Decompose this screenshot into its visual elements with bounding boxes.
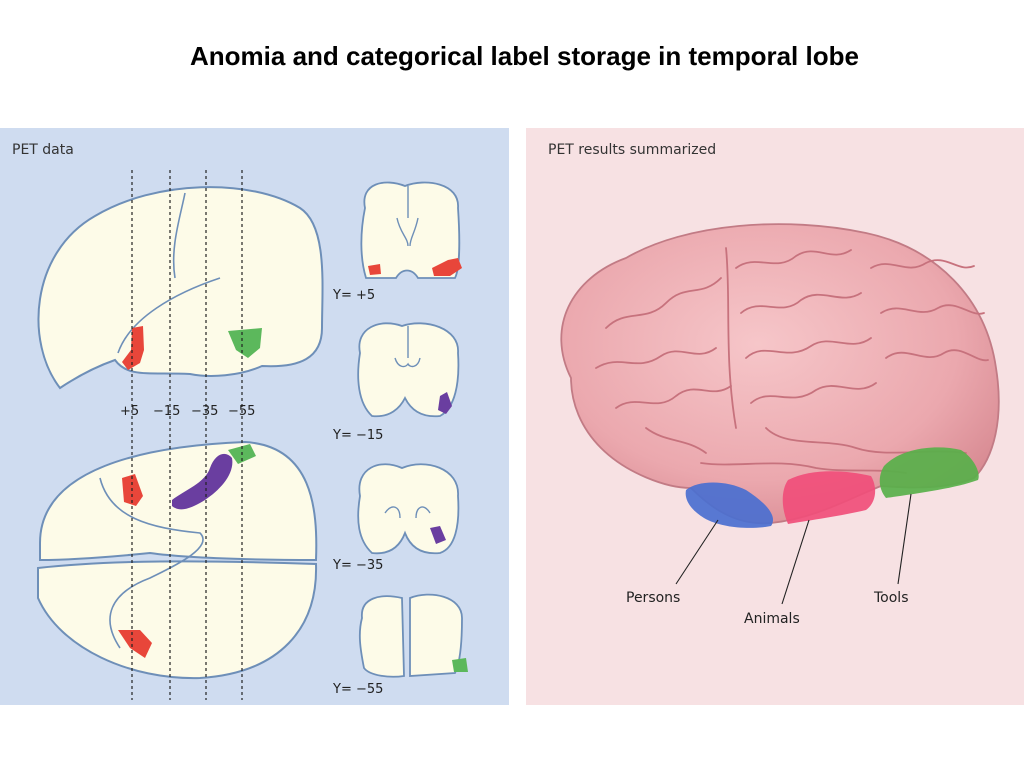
persons-activation-coronal-2 bbox=[432, 258, 462, 276]
slice-marker-1: +5 bbox=[120, 404, 140, 419]
pet-summary-panel: PET results summarized bbox=[526, 128, 1024, 705]
pet-data-diagram bbox=[37, 170, 468, 700]
persons-activation-axial-bottom bbox=[118, 630, 152, 658]
slice-marker-3: −35 bbox=[191, 404, 219, 419]
slide-title: Anomia and categorical label storage in … bbox=[190, 41, 859, 71]
coronal-slice-1-ventricles bbox=[396, 186, 419, 247]
lateral-brain-sulcus bbox=[117, 192, 221, 354]
brain-illustration bbox=[560, 223, 1000, 605]
animals-activation-axial bbox=[172, 453, 233, 510]
persons-region bbox=[685, 482, 774, 528]
tools-activation-coronal-4 bbox=[452, 658, 468, 672]
persons-pointer bbox=[675, 519, 719, 585]
coronal-slice-2-ventricles bbox=[394, 326, 421, 368]
axial-brain-lower bbox=[37, 560, 318, 680]
pet-data-title: PET data bbox=[12, 142, 74, 158]
persons-label: Persons bbox=[626, 590, 681, 606]
persons-activation-coronal-1 bbox=[368, 264, 381, 275]
axial-brain-sulcus bbox=[99, 477, 204, 649]
coronal-slice-3-ventricles bbox=[384, 506, 431, 519]
tools-pointer bbox=[897, 493, 912, 585]
animals-region bbox=[782, 471, 876, 524]
coronal-label-1: Y= +5 bbox=[333, 288, 376, 303]
lateral-brain-outline bbox=[37, 186, 324, 390]
tools-activation-lateral bbox=[228, 328, 262, 358]
coronal-slice-1 bbox=[360, 181, 461, 279]
persons-activation-lateral bbox=[122, 326, 144, 370]
coronal-slice-4 bbox=[358, 593, 463, 678]
slice-marker-4: −55 bbox=[228, 404, 256, 419]
animals-activation-coronal-2 bbox=[438, 392, 452, 414]
animals-pointer bbox=[781, 519, 810, 605]
coronal-label-4: Y= −55 bbox=[333, 682, 384, 697]
brain-gyri bbox=[595, 247, 989, 474]
pet-data-panel: PET data +5 −15 −35 −55 bbox=[0, 128, 509, 705]
coronal-label-2: Y= −15 bbox=[333, 428, 384, 443]
tools-label: Tools bbox=[874, 590, 909, 606]
pet-summary-title: PET results summarized bbox=[548, 142, 717, 158]
animals-label: Animals bbox=[744, 611, 800, 627]
slice-marker-2: −15 bbox=[153, 404, 181, 419]
coronal-label-3: Y= −35 bbox=[333, 558, 384, 573]
animals-activation-coronal-3 bbox=[430, 526, 446, 544]
coronal-slice-2 bbox=[357, 322, 460, 418]
tools-region bbox=[879, 447, 979, 498]
